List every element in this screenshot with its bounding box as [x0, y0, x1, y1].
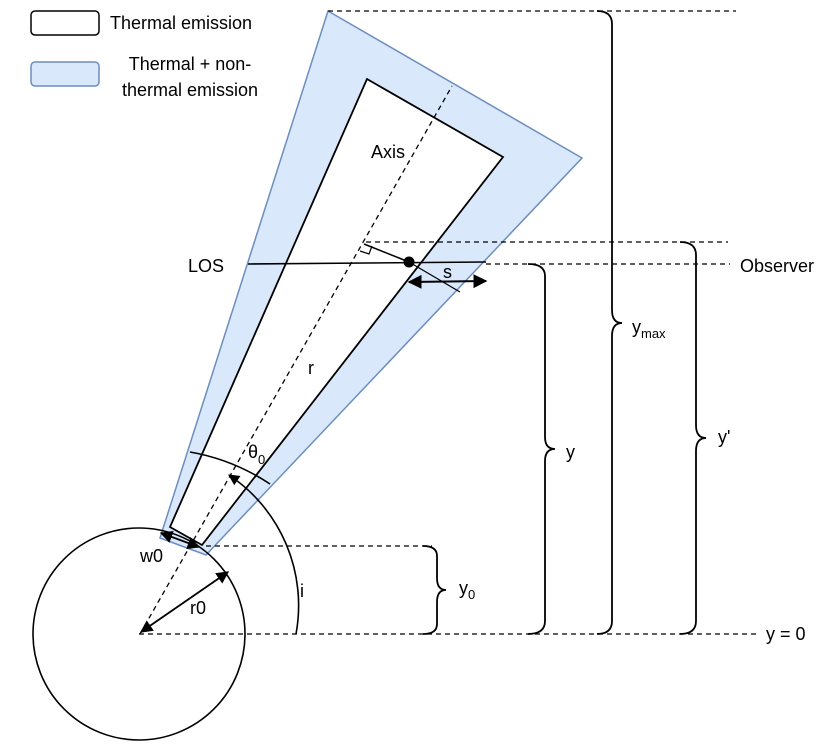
y0-label: y0	[459, 578, 475, 602]
r0-label: r0	[190, 598, 206, 618]
legend-nonthermal-swatch	[30, 61, 100, 87]
r-label: r	[308, 358, 314, 378]
y-brace	[527, 263, 556, 635]
y0-brace	[422, 545, 447, 635]
legend-thermal-swatch	[30, 10, 100, 36]
yprime-label: y'	[718, 427, 730, 447]
y-zero-label: y = 0	[766, 624, 806, 644]
ymax-brace	[596, 10, 623, 635]
w0-arrow	[159, 531, 201, 549]
yprime-brace	[679, 241, 707, 635]
s-label: s	[443, 262, 452, 282]
star-circle	[32, 527, 246, 741]
jet-axis-line	[139, 85, 453, 635]
s-tick	[408, 261, 461, 293]
inclination-arc	[228, 474, 300, 635]
los-label: LOS	[188, 256, 224, 276]
theta0-label: θ0	[248, 442, 265, 467]
s-arrow	[407, 274, 488, 289]
y-label: y	[566, 442, 575, 462]
legend-thermal-label: Thermal emission	[110, 13, 252, 33]
legend-nonthermal-label-line1: Thermal + non-	[129, 54, 252, 74]
r0-arrow	[139, 571, 230, 633]
inner-jet-cone	[168, 77, 505, 547]
observer-label: Observer	[740, 256, 814, 276]
right-angle-marker	[359, 245, 373, 255]
los-line	[247, 261, 487, 265]
ymax-label: ymax	[632, 317, 666, 341]
axis-label: Axis	[371, 142, 405, 162]
w0-label: w0	[139, 546, 163, 566]
theta0-arc	[189, 451, 271, 485]
legend-nonthermal-label-line2: thermal emission	[122, 80, 258, 100]
i-label: i	[300, 581, 304, 601]
